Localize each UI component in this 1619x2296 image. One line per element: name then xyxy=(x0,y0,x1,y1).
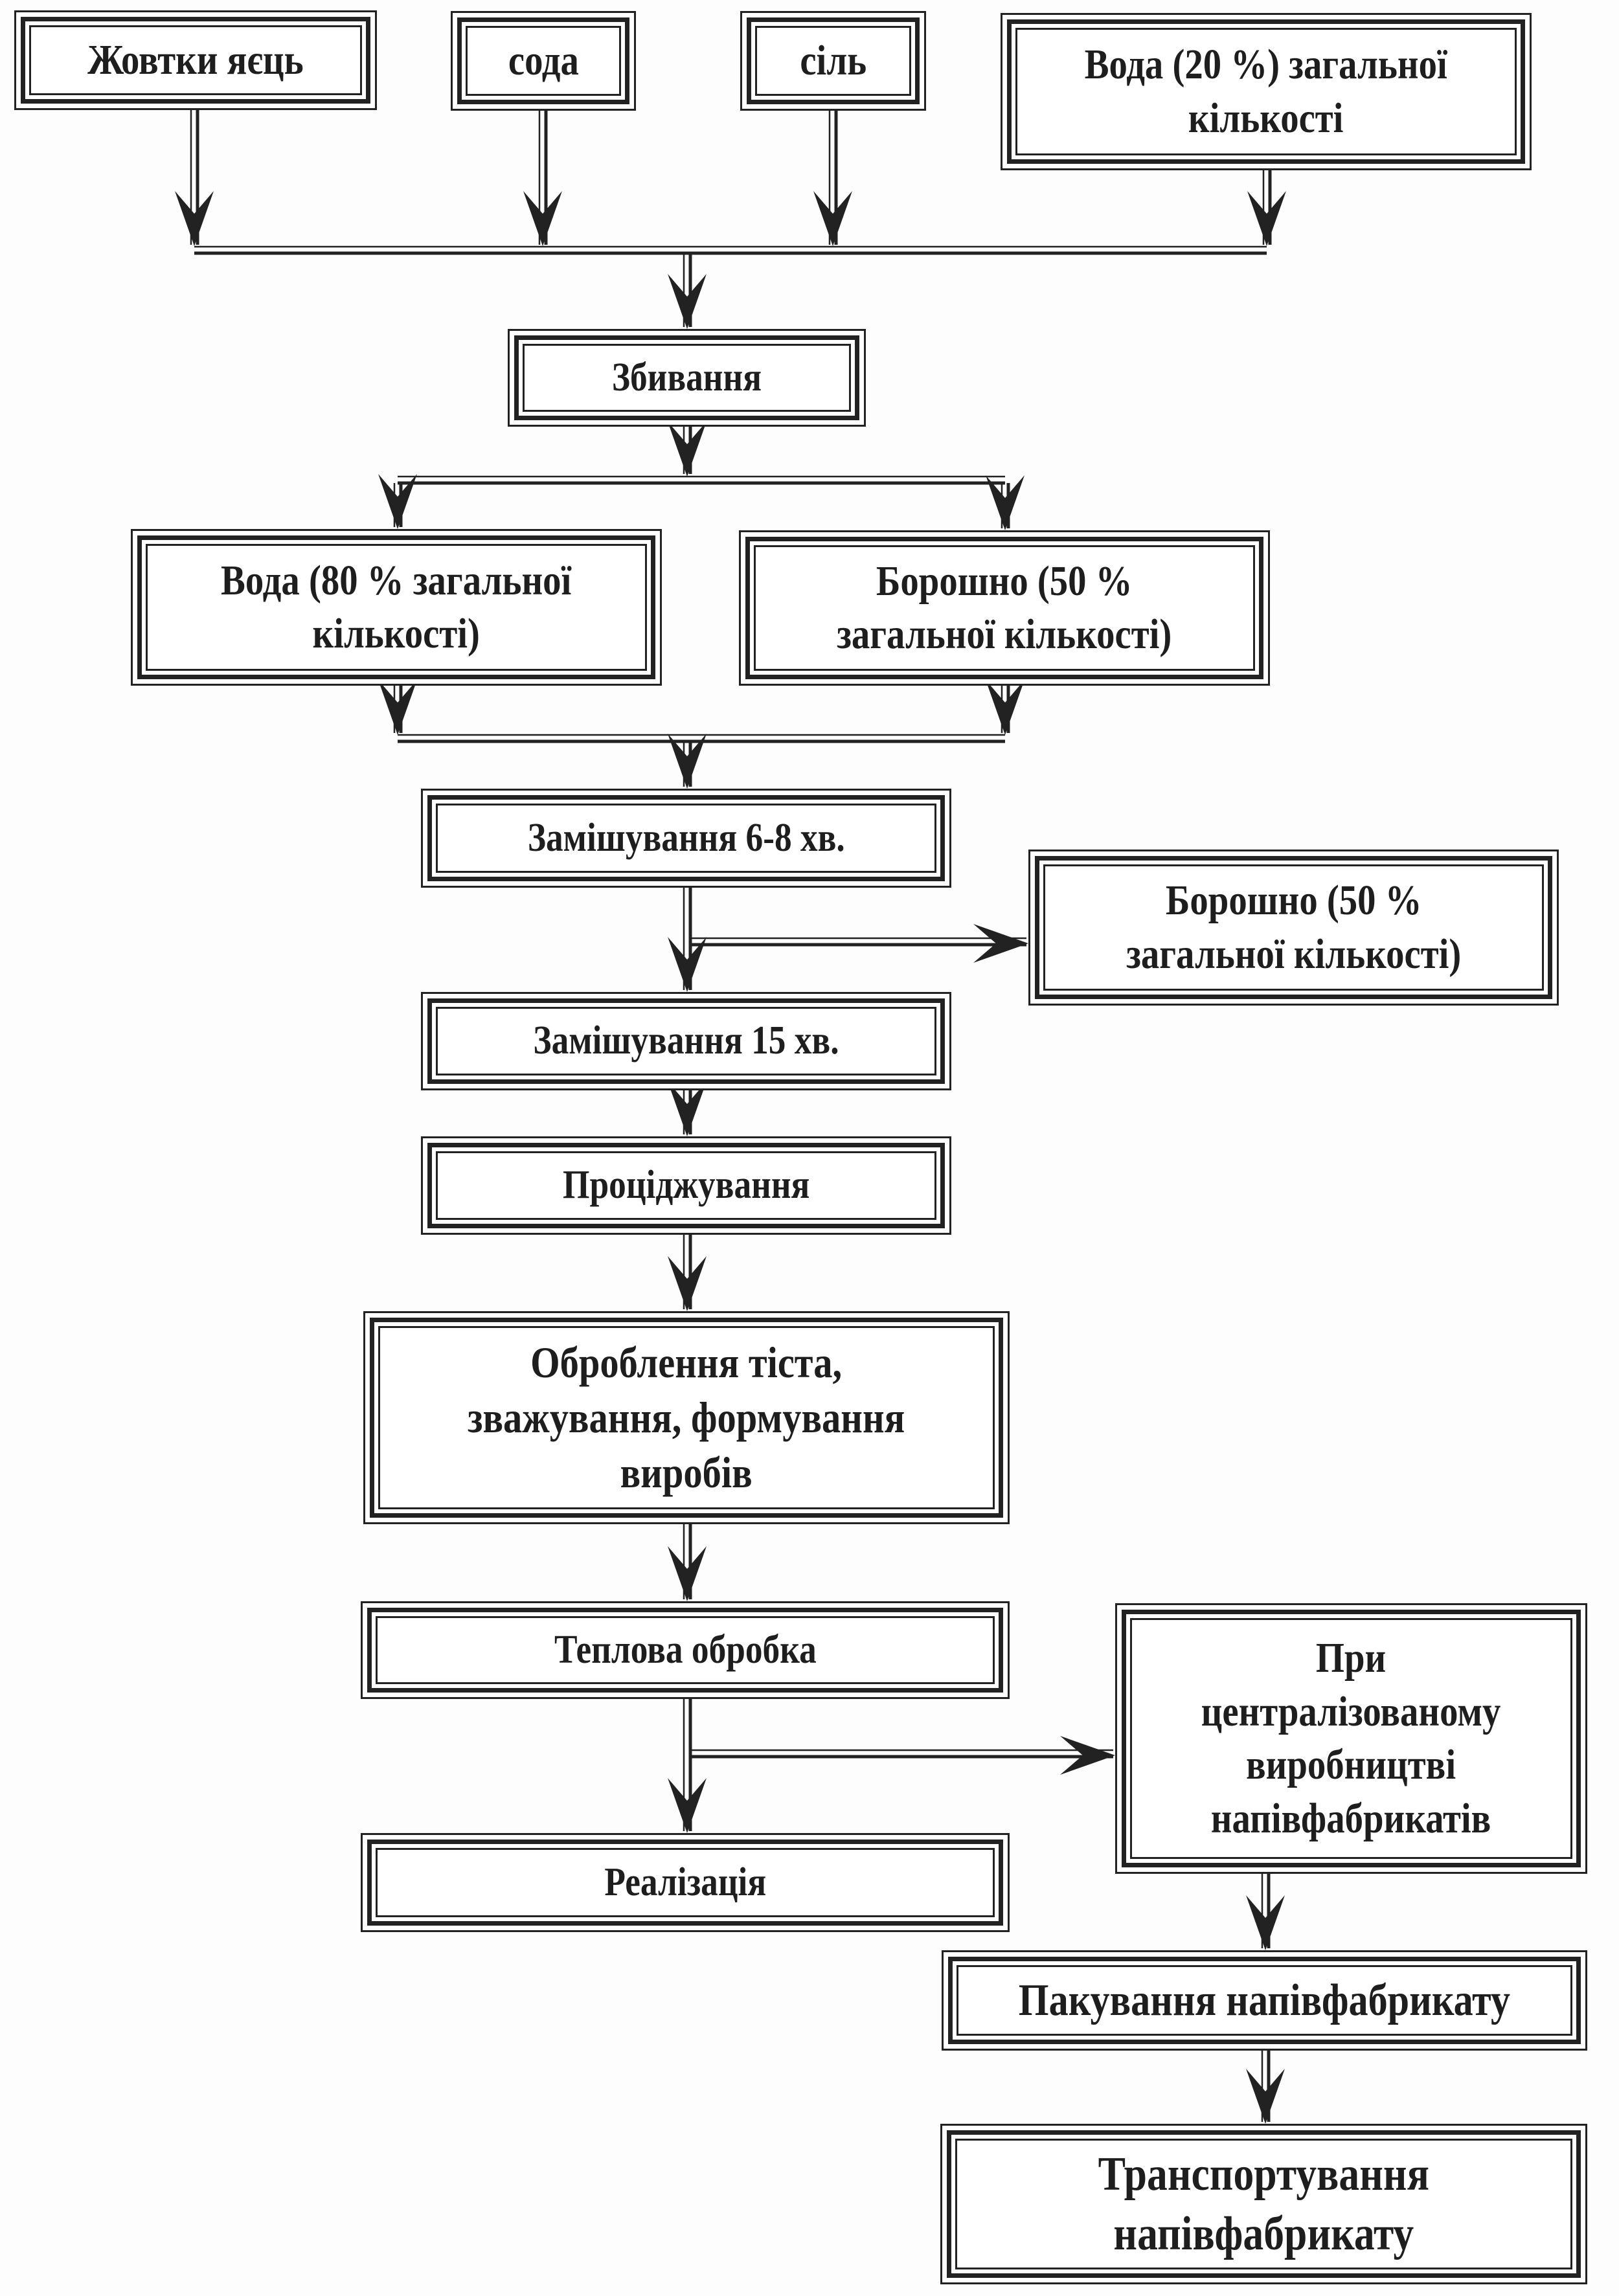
node-water-80: Вода (80 % загальної кількості) xyxy=(131,529,662,686)
node-soda: сода xyxy=(451,11,636,111)
arrow-down-icon xyxy=(1247,191,1286,246)
arrow-right-icon xyxy=(973,924,1028,963)
arrow-down-icon xyxy=(668,422,707,477)
arrow-down-icon xyxy=(1246,2069,1285,2124)
node-salt: сіль xyxy=(740,11,926,111)
node-water-20-label: Вода (20 %) загальної кількості xyxy=(1084,41,1448,142)
node-whipping-label: Збивання xyxy=(611,355,762,400)
arrow-down-icon xyxy=(378,680,417,735)
node-soda-label: сода xyxy=(508,36,579,84)
node-flour-50-first: Борошно (50 % загальної кількості) xyxy=(739,530,1270,686)
arrow-down-icon xyxy=(668,1546,707,1601)
node-sale-label: Реалізація xyxy=(604,1860,766,1904)
connector-input-bus xyxy=(194,245,1267,255)
node-dough-processing: Оброблення тіста, зважування, формування… xyxy=(363,1311,1010,1524)
node-dough-processing-label: Оброблення тіста, зважування, формування… xyxy=(468,1338,905,1497)
arrow-down-icon xyxy=(1246,1895,1285,1950)
connector-to-centralized xyxy=(690,1749,1113,1759)
node-whipping: Збивання xyxy=(508,329,866,427)
node-salt-label: сіль xyxy=(800,36,866,84)
arrow-down-icon xyxy=(378,474,417,529)
node-packing: Пакування напівфабрикату xyxy=(942,1950,1587,2051)
node-water-20: Вода (20 %) загальної кількості xyxy=(1001,13,1532,170)
node-yolks-label: Жовтки яєць xyxy=(87,36,304,84)
arrow-down-icon xyxy=(668,937,707,992)
arrow-down-icon xyxy=(668,1778,707,1833)
node-centralized-production-label: При централізованому виробництві напівфа… xyxy=(1201,1634,1501,1842)
arrow-right-icon xyxy=(1060,1736,1115,1775)
arrow-down-icon xyxy=(986,680,1025,735)
node-straining: Проціджування xyxy=(421,1136,951,1235)
node-flour-50-first-label: Борошно (50 % загальної кількості) xyxy=(837,557,1172,658)
node-mixing-6-8: Замішування 6-8 хв. xyxy=(421,789,951,888)
node-centralized-production: При централізованому виробництві напівфа… xyxy=(1115,1603,1587,1874)
arrow-down-icon xyxy=(668,734,707,789)
node-mixing-6-8-label: Замішування 6-8 хв. xyxy=(527,815,845,860)
arrow-down-icon xyxy=(668,1081,707,1136)
node-heat-treatment-label: Теплова обробка xyxy=(554,1627,817,1672)
node-flour-50-second-label: Борошно (50 % загальної кількості) xyxy=(1126,877,1462,978)
arrow-down-icon xyxy=(813,191,852,246)
node-yolks: Жовтки яєць xyxy=(14,10,377,110)
node-heat-treatment: Теплова обробка xyxy=(361,1601,1010,1699)
node-mixing-15: Замішування 15 хв. xyxy=(421,992,951,1090)
arrow-down-icon xyxy=(668,274,707,329)
connector-to-flour-50-second xyxy=(690,937,1026,947)
node-transport-label: Транспортування напівфабрикату xyxy=(1098,2147,1430,2261)
node-sale: Реалізація xyxy=(361,1833,1010,1932)
connector-split-bus xyxy=(398,475,1005,485)
arrow-down-icon xyxy=(668,1256,707,1311)
node-water-80-label: Вода (80 % загальної кількості) xyxy=(221,556,572,658)
node-flour-50-second: Борошно (50 % загальної кількості) xyxy=(1028,850,1559,1006)
arrow-down-icon xyxy=(523,191,562,246)
node-straining-label: Проціджування xyxy=(562,1163,810,1208)
arrow-down-icon xyxy=(986,475,1025,530)
node-mixing-15-label: Замішування 15 хв. xyxy=(533,1019,839,1063)
node-packing-label: Пакування напівфабрикату xyxy=(1018,1975,1511,2025)
arrow-down-icon xyxy=(175,191,214,246)
node-transport: Транспортування напівфабрикату xyxy=(940,2124,1587,2284)
